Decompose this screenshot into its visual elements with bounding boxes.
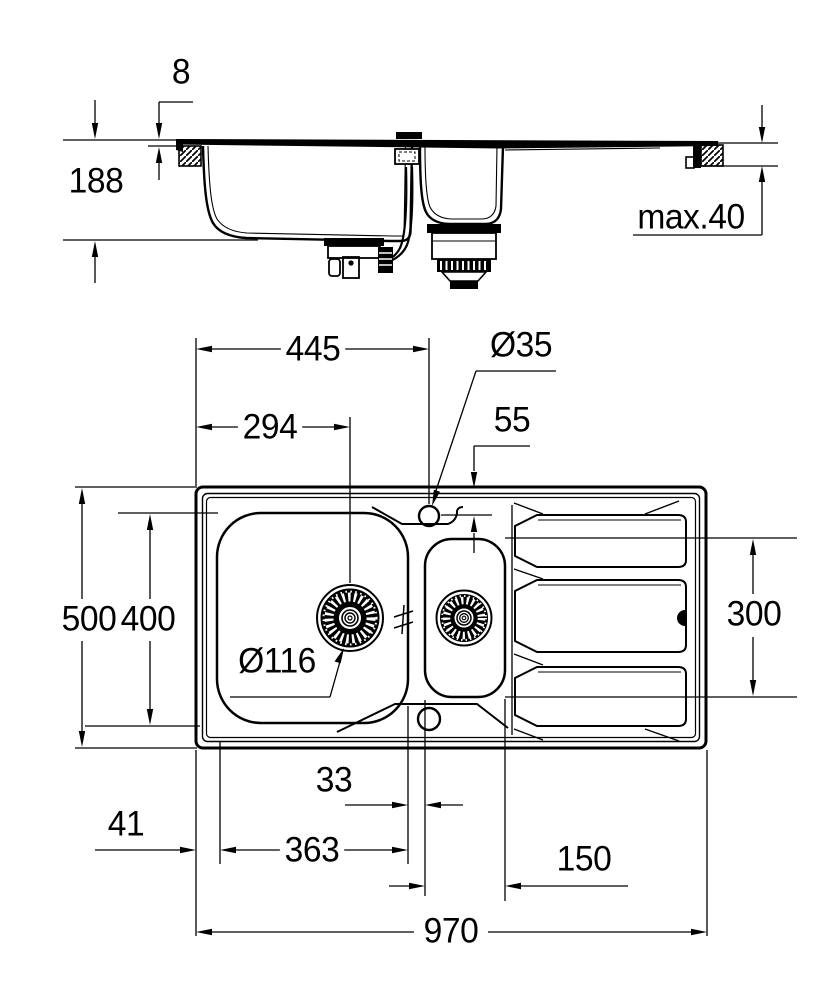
dim-drain-diameter-label: Ø116 [238,641,316,681]
dim-bowl-depth-plan-label: 400 [115,601,181,637]
plan-view [75,338,797,936]
dim-rim-height-label: 8 [171,52,191,92]
second-tap-hole [416,706,442,732]
drainboard-hook-hole [677,610,685,626]
main-bowl [215,511,410,725]
dim-overall-depth-label: 500 [56,601,122,637]
dim-half-bowl-length-label: 150 [556,839,612,879]
dim-worktop-thickness-label: max.40 [637,197,745,237]
worktop-section-left [178,145,202,167]
dim-bowl-depth-label: 188 [68,161,124,201]
dim-bowl-length-label: 363 [279,832,345,868]
dim-web-width-label: 33 [315,760,353,800]
dim-drain-offset-label: 294 [237,409,303,445]
main-waste-side [324,238,393,279]
half-bowl-strainer [435,589,493,647]
dim-edge-inset-label: 41 [107,804,145,844]
dim-tap-hole-diameter-label: Ø35 [489,325,553,365]
main-drain-strainer [316,584,384,652]
worktop-section-right [700,144,724,167]
half-bowl [423,537,507,699]
dim-overall-length-label: 970 [418,913,484,949]
tap-hole [417,504,441,528]
dim-tap-hole-offset-label: 445 [280,331,346,367]
dim-tap-hole-inset-label: 55 [493,400,531,440]
dim-drainer-length-label: 300 [721,596,787,632]
side-elevation-view [63,100,778,289]
half-bowl-waste-side [427,224,501,289]
drainboard [511,500,687,742]
